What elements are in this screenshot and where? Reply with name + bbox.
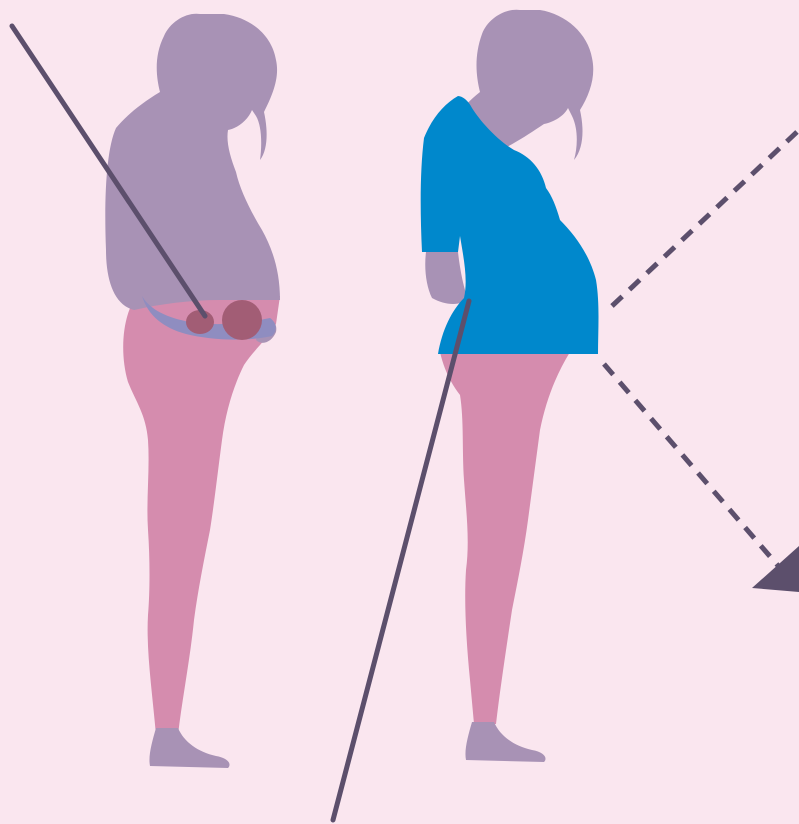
belt-pad-right — [222, 300, 262, 340]
belt-pad-left — [186, 310, 214, 334]
